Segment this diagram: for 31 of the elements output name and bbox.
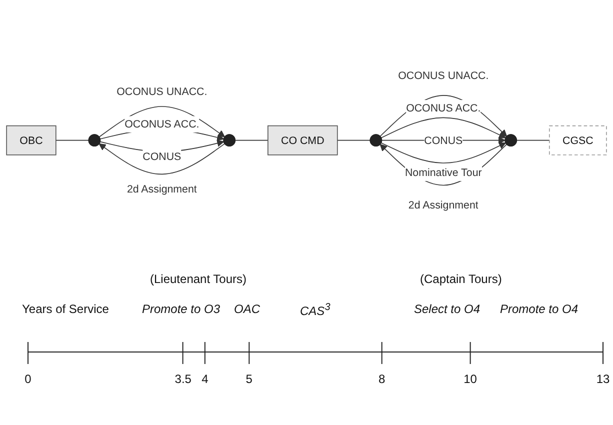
edge-label: CONUS [424,134,463,146]
tick-label: 13 [595,372,611,386]
tick-label: 0 [24,372,32,386]
node-box: CGSC [548,125,607,155]
edge-label: OCONUS UNACC. [116,85,208,98]
arrow [98,142,226,174]
edge-label: 2d Assignment [408,198,478,211]
edge-label: 2d Assignment [126,182,197,195]
tick-label: 8 [378,372,386,386]
node-box: CO CMD [268,125,338,155]
edge-label: OCONUS UNACC. [398,68,489,82]
milestone-label: OAC [234,302,260,316]
milestone-label: Select to O4 [414,302,480,316]
edge-label: Nominative Tour [404,166,482,178]
edge-label: CONUS [142,150,182,162]
edge-label: OCONUS ACC. [124,117,200,130]
milestone-label: Promote to O3 [142,302,220,316]
arrow [380,142,506,164]
edge-label: OCONUS ACC. [406,101,481,114]
tick-label: 10 [462,372,478,386]
node-box: OBC [6,125,56,155]
timeline-heading: Years of Service [22,302,109,316]
group-caption: (Captain Tours) [420,272,502,286]
arrow [98,106,226,138]
tick-label: 4 [200,372,210,386]
tick-label: 3.5 [174,372,191,386]
tick-label: 5 [244,372,254,386]
arrow [380,116,506,138]
milestone-label: Promote to O4 [500,302,578,316]
milestone-label: CAS$^{3}$ [300,302,330,318]
group-caption: (Lieutenant Tours) [150,272,247,286]
